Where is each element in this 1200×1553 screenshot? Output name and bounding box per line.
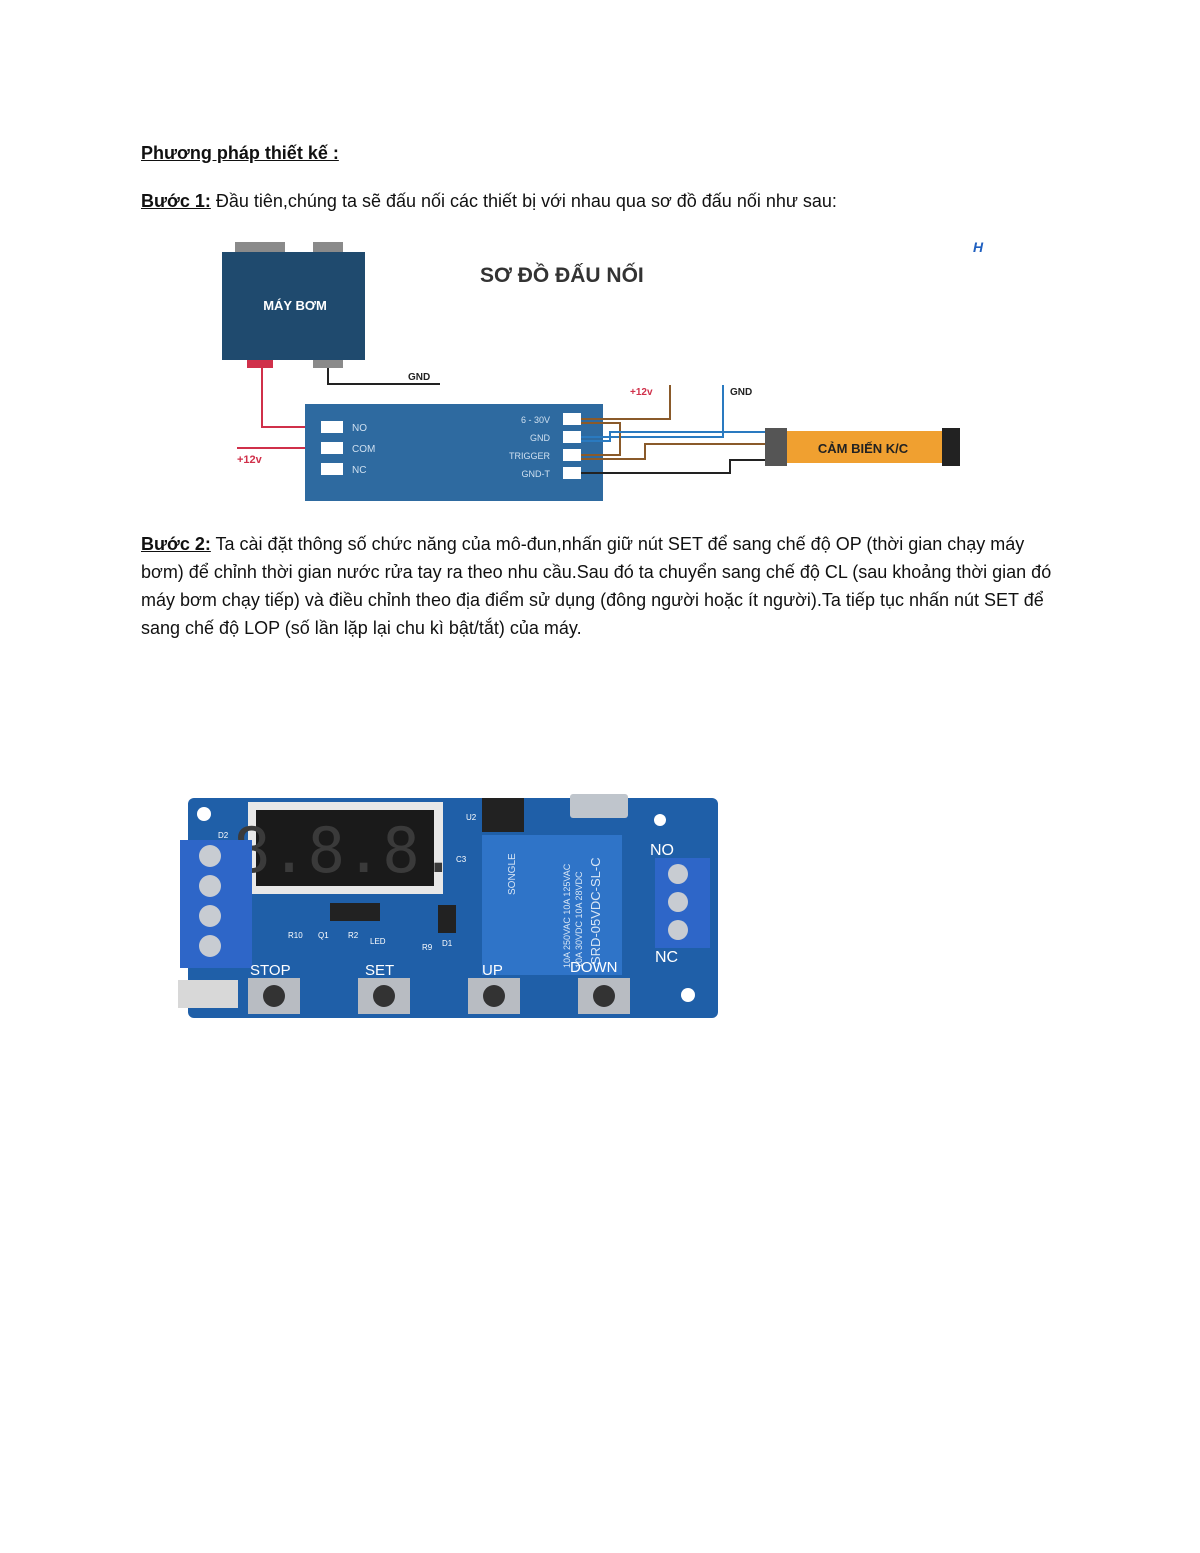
gnd-blue-wire: [581, 385, 724, 438]
mount-hole-tr: [654, 814, 666, 826]
relay-rating-2: 10A 30VDC 10A 28VDC: [574, 871, 584, 968]
pin-nc: [321, 463, 343, 475]
plus12-top-label: +12v: [630, 387, 653, 398]
sensor-body: [787, 431, 942, 463]
step-1-label: Bước 1:: [141, 191, 211, 211]
pin-power: [563, 413, 581, 425]
section-heading: Phương pháp thiết kế :: [141, 143, 339, 163]
silk-d1: D1: [442, 939, 453, 948]
sensor-label: CẢM BIẾN K/C: [818, 441, 909, 456]
button-label-up: UP: [482, 962, 503, 979]
plus12-left-label: +12v: [237, 454, 263, 466]
relay: [482, 835, 622, 975]
pin-no: [321, 421, 343, 433]
screw-com: [668, 892, 688, 912]
step-1-paragraph: Bước 1: Đầu tiên,chúng ta sẽ đấu nối các…: [141, 187, 1071, 215]
wiring-diagram: MÁY BƠM SƠ ĐỒ ĐẤU NỐI H GND +12v NO COM …: [222, 239, 984, 501]
pin-trigger: [563, 449, 581, 461]
terminal-nc-label: NC: [655, 949, 678, 966]
seven-segment-display: [256, 810, 434, 886]
pump-label: MÁY BƠM: [263, 298, 327, 313]
pump-terminal-right: [313, 242, 343, 252]
terminal-no-label: NO: [650, 842, 674, 859]
set-button-cap: [373, 985, 395, 1007]
diode: [438, 905, 456, 933]
pin-gnd-t: [563, 467, 581, 479]
silk-r10: R10: [288, 931, 303, 940]
down-button-cap: [593, 985, 615, 1007]
pump-box: [222, 252, 365, 360]
sensor-black-wire: [581, 459, 765, 474]
pin-gnd-label: GND: [530, 433, 551, 443]
pump-gnd-terminal: [313, 360, 343, 368]
pin-nc-label: NC: [352, 465, 366, 476]
silk-d2: D2: [218, 831, 229, 840]
silk-r9: R9: [422, 943, 433, 952]
timer-relay-board-photo: 8.8.8. SONGLE SRD-05VDC-SL-C 10A 250VAC …: [178, 794, 718, 1018]
silk-q1: Q1: [318, 931, 329, 940]
module-jumper-wire: [581, 422, 621, 456]
mount-hole-br: [681, 988, 695, 1002]
gnd-wire: [327, 368, 440, 385]
gnd-top-label: GND: [730, 387, 752, 398]
silk-u2: U2: [466, 813, 477, 822]
usb-port: [570, 794, 628, 818]
brand-mark: H: [973, 239, 984, 255]
screw-4: [199, 935, 221, 957]
relay-rating-1: 10A 250VAC 10A 125VAC: [562, 863, 572, 968]
sensor-end-cap: [942, 428, 960, 466]
screw-3: [199, 905, 221, 927]
screw-2: [199, 875, 221, 897]
sensor-connector: [765, 428, 787, 466]
sensor-brown-wire: [581, 443, 765, 460]
gnd-label: GND: [408, 372, 430, 383]
mount-hole-tl: [197, 807, 211, 821]
silk-led: LED: [370, 937, 386, 946]
pin-gnd: [563, 431, 581, 443]
regulator: [482, 798, 524, 832]
step-2-text: Ta cài đặt thông số chức năng của mô-đun…: [141, 534, 1052, 638]
bottom-connector: [178, 980, 238, 1008]
no-wire: [261, 368, 325, 428]
sensor-blue-wire: [581, 431, 765, 442]
pin-power-label: 6 - 30V: [521, 415, 550, 425]
up-button-cap: [483, 985, 505, 1007]
button-label-stop: STOP: [250, 962, 291, 979]
diagram-title: SƠ ĐỒ ĐẤU NỐI: [480, 263, 644, 287]
silk-c3: C3: [456, 855, 467, 864]
pump-terminal-left: [235, 242, 285, 252]
screw-1: [199, 845, 221, 867]
pin-gnd-t-label: GND-T: [522, 469, 551, 479]
relay-model: SRD-05VDC-SL-C: [588, 857, 603, 965]
ic-chip: [330, 903, 380, 921]
pin-com-label: COM: [352, 444, 375, 455]
screw-nc: [668, 920, 688, 940]
pin-no-label: NO: [352, 423, 367, 434]
display-digits: 8.8.8.: [233, 814, 457, 887]
step-1-text: Đầu tiên,chúng ta sẽ đấu nối các thiết b…: [210, 191, 837, 211]
pin-trigger-label: TRIGGER: [509, 451, 551, 461]
relay-brand: SONGLE: [507, 853, 518, 895]
button-label-down: DOWN: [570, 959, 618, 976]
pin-com: [321, 442, 343, 454]
screw-no: [668, 864, 688, 884]
stop-button-cap: [263, 985, 285, 1007]
button-label-set: SET: [365, 962, 394, 979]
relay-module: [305, 404, 603, 501]
plus12-wire: [581, 385, 671, 420]
silk-r2: R2: [348, 931, 359, 940]
pump-red-terminal: [247, 360, 273, 368]
step-2-label: Bước 2:: [141, 534, 211, 554]
step-2-paragraph: Bước 2: Ta cài đặt thông số chức năng củ…: [141, 530, 1066, 642]
